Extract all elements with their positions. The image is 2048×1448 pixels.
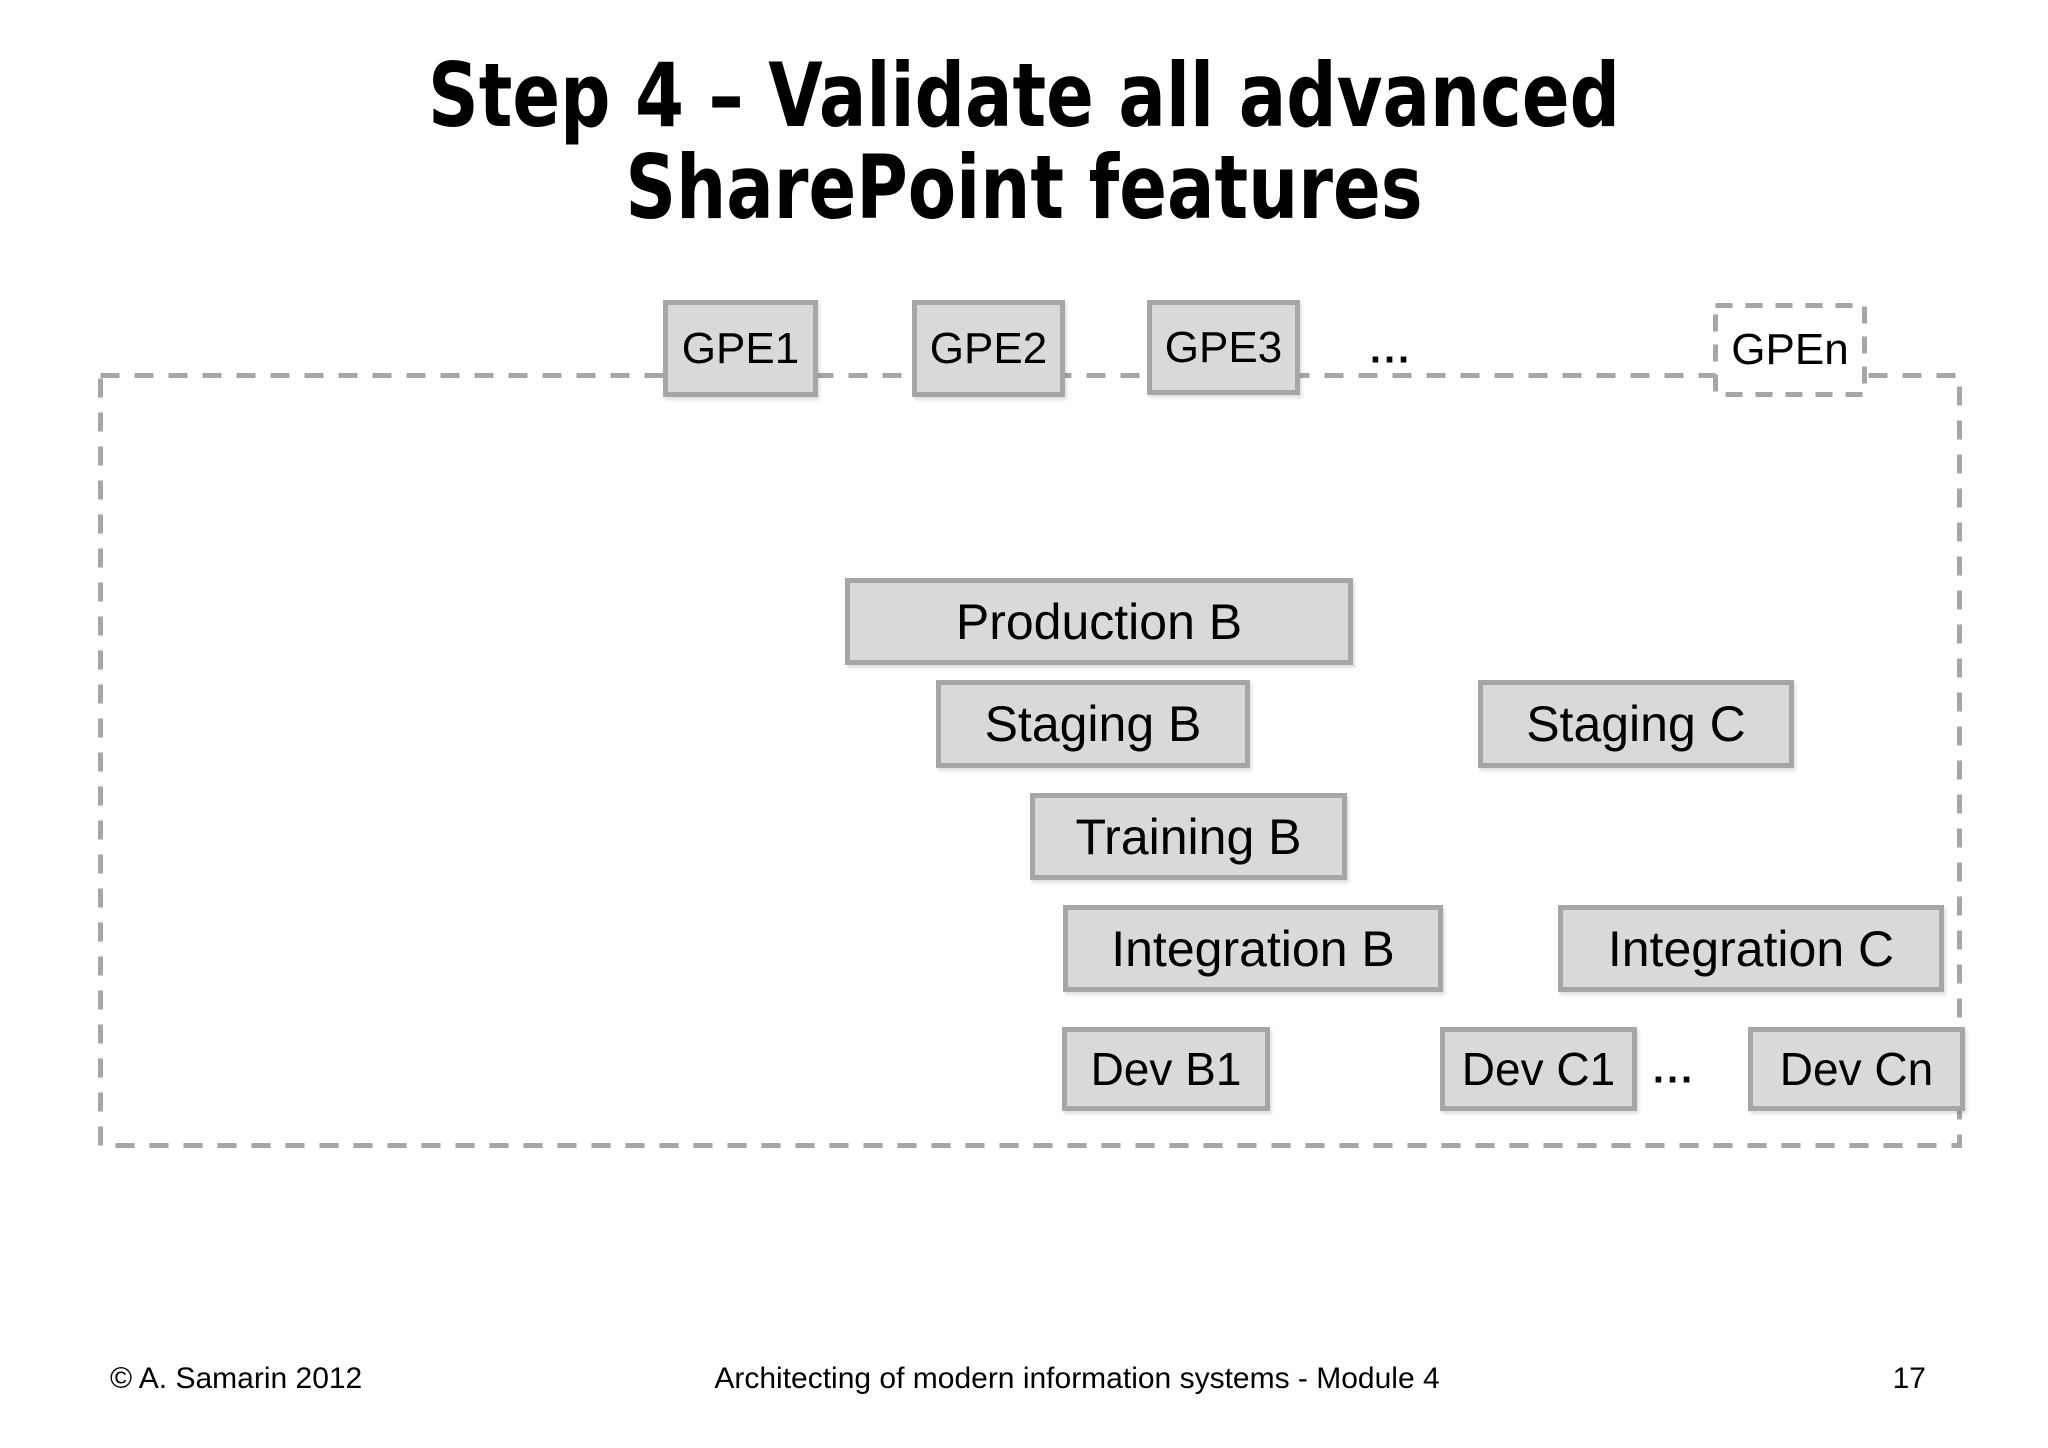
- gpe-box-gpe3: GPE3: [1147, 300, 1300, 395]
- gpe-row-ellipsis: ...: [1369, 327, 1413, 372]
- dev-row-ellipsis: ...: [1652, 1047, 1696, 1092]
- env-box-training-b: Training B: [1030, 793, 1347, 880]
- gpe-box-gpe2-label: GPE2: [929, 323, 1048, 373]
- gpen-dashed-border: [1713, 303, 1867, 397]
- slide-title-line1: Step 4 – Validate all advanced: [428, 44, 1620, 147]
- env-box-integration-b-label: Integration B: [1111, 920, 1395, 977]
- env-box-dev-c1-label: Dev C1: [1461, 1043, 1616, 1095]
- env-box-dev-cn-label: Dev Cn: [1779, 1043, 1934, 1095]
- gpe-box-gpen-label: GPEn: [1731, 325, 1849, 374]
- gpe-box-gpen: GPEn: [1713, 303, 1867, 397]
- gpe-box-gpe1: GPE1: [663, 300, 818, 397]
- env-box-dev-b1-label: Dev B1: [1090, 1043, 1242, 1095]
- env-box-integration-c: Integration C: [1558, 905, 1944, 992]
- footer-page-number: 17: [1892, 1362, 1926, 1395]
- gpe-box-gpe1-label: GPE1: [681, 323, 800, 373]
- env-box-dev-b1: Dev B1: [1062, 1027, 1270, 1111]
- env-box-training-b-label: Training B: [1075, 808, 1302, 865]
- env-box-integration-c-label: Integration C: [1607, 920, 1895, 977]
- env-box-production-b-label: Production B: [955, 593, 1243, 650]
- footer-copyright: © A. Samarin 2012: [110, 1362, 363, 1395]
- env-box-staging-b: Staging B: [936, 680, 1250, 768]
- env-box-integration-b: Integration B: [1063, 905, 1443, 992]
- env-box-staging-c: Staging C: [1478, 680, 1794, 768]
- footer-module-title: Architecting of modern information syste…: [714, 1362, 1440, 1395]
- env-box-production-b: Production B: [845, 578, 1353, 665]
- slide-title: Step 4 – Validate all advanced SharePoin…: [205, 50, 1843, 234]
- env-box-dev-c1: Dev C1: [1440, 1027, 1637, 1111]
- env-box-dev-cn: Dev Cn: [1748, 1027, 1965, 1111]
- gpe-box-gpe2: GPE2: [912, 300, 1065, 397]
- slide-title-line2: SharePoint features: [625, 136, 1423, 239]
- gpe-box-gpe3-label: GPE3: [1164, 322, 1283, 372]
- env-box-staging-c-label: Staging C: [1526, 696, 1746, 752]
- env-box-staging-b-label: Staging B: [984, 696, 1202, 752]
